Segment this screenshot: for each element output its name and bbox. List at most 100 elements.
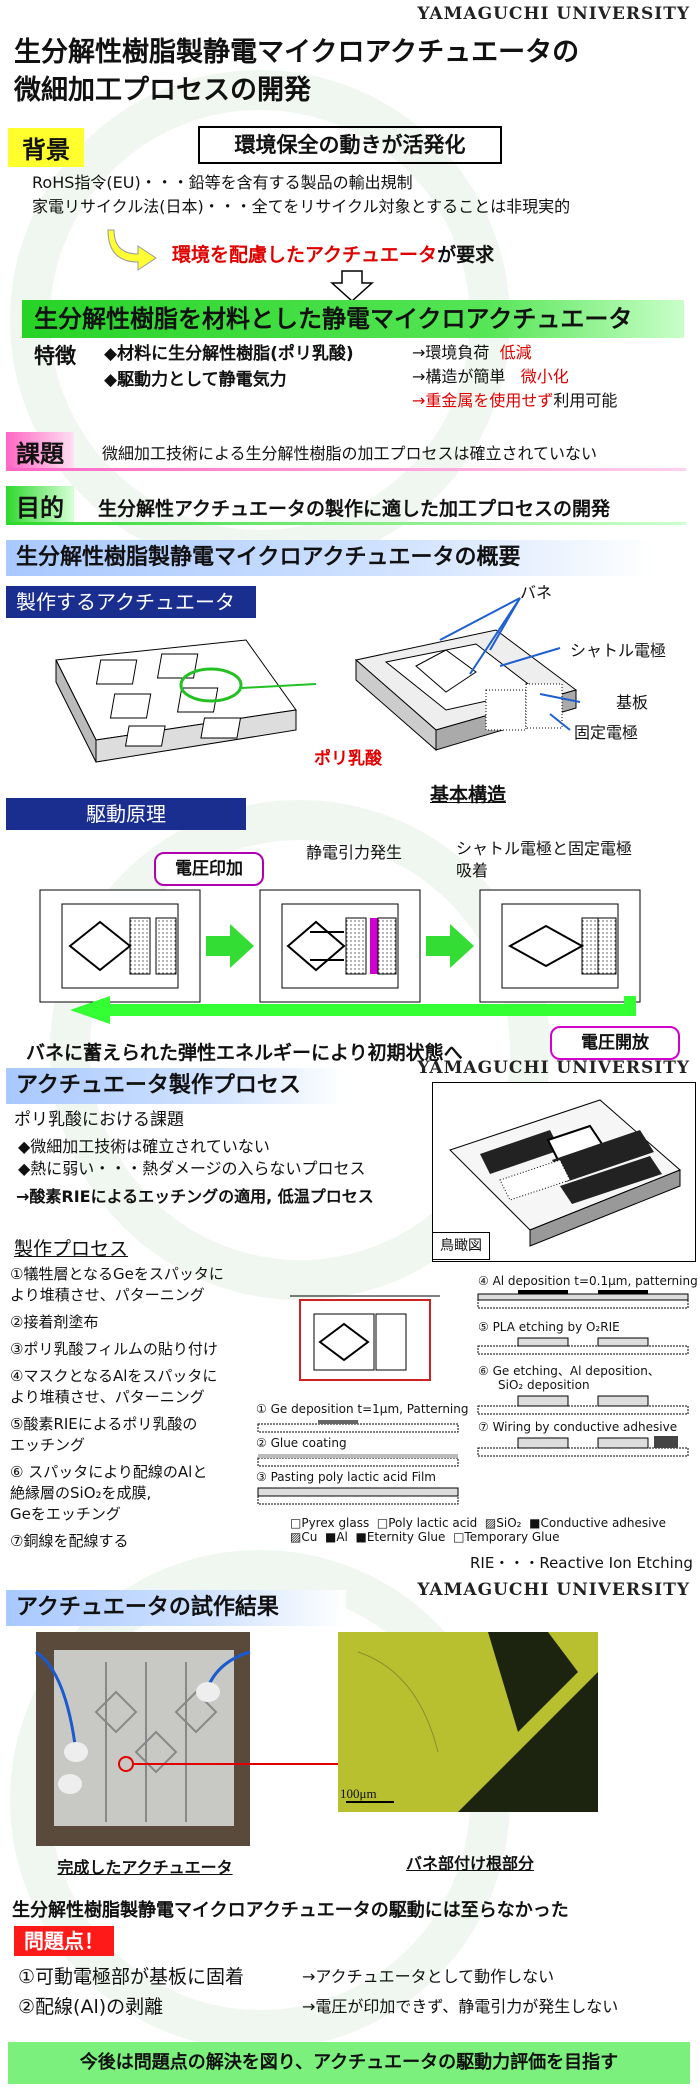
label-lines <box>439 597 581 731</box>
scale-bar-label: 100μm <box>340 1786 377 1801</box>
diagram-step-3: ③ Pasting poly lactic acid Film <box>256 1470 436 1484</box>
layer-4 <box>477 1290 689 1309</box>
layer-5 <box>477 1337 689 1355</box>
electrostatic-label: 静電引力発生 <box>306 843 403 862</box>
mask-layout-drawing <box>290 1295 440 1381</box>
issue-conclusion: →酸素RIEによるエッチングの適用, 低温プロセス <box>16 1187 374 1206</box>
results-header: アクチュエータの試作結果 <box>6 1590 346 1626</box>
attract-label-1: シャトル電極と固定電極 <box>456 839 633 858</box>
problem-text: 微細加工技術による生分解性樹脂の加工プロセスは確立されていない <box>102 444 598 463</box>
features-tag: 特徴 <box>34 344 76 368</box>
layer-2 <box>257 1454 459 1467</box>
feature-result-2: →構造が簡単 微小化 <box>412 366 569 388</box>
birdseye-drawing <box>449 1099 681 1247</box>
purpose-text: 生分解性アクチュエータの製作に適した加工プロセスの開発 <box>98 498 611 520</box>
legend-al: Al <box>336 1530 348 1544</box>
step-1b: より堆積させ、パターニング <box>10 1286 205 1304</box>
diagram-step-1: ① Ge deposition t=1μm, Patterning <box>256 1402 469 1416</box>
diagram-step-7: ⑦ Wiring by conductive adhesive <box>478 1420 678 1434</box>
problem-1-result: →アクチュエータとして動作しない <box>302 1967 555 1986</box>
principle-diagrams <box>39 889 641 1003</box>
step-5a: ⑤酸素RIEによるポリ乳酸の <box>10 1415 198 1433</box>
feature-2: ◆駆動力として静電気力 <box>104 370 287 390</box>
basic-structure-caption: 基本構造 <box>430 784 507 806</box>
rie-note: RIE・・・Reactive Ion Etching <box>470 1554 693 1572</box>
title-line-1: 生分解性樹脂製静電マイクロアクチュエータの <box>14 37 580 68</box>
legend-pla: Poly lactic acid <box>388 1516 478 1530</box>
diagram-step-4: ④ Al deposition t=0.1μm, patterning <box>478 1274 698 1288</box>
feature-result-2b: 微小化 <box>520 367 569 386</box>
purpose-underline <box>6 522 686 525</box>
feature-result-3b: 利用可能 <box>553 391 618 410</box>
return-text: バネに蓄えられた弾性エネルギーにより初期状態へ <box>26 1042 463 1064</box>
university-name: YAMAGUCHI UNIVERSITY <box>417 4 690 24</box>
main-banner: 生分解性樹脂を材料とした静電マイクロアクチュエータ <box>22 300 684 338</box>
label-fixed: 固定電極 <box>574 723 639 742</box>
feature-result-1b: 低減 <box>499 343 532 362</box>
background-line-2: 家電リサイクル法(日本)・・・全てをリサイクル対象とすることは非現実的 <box>32 197 571 216</box>
feature-result-1: →環境負荷 低減 <box>412 342 532 364</box>
caption-finished: 完成したアクチュエータ <box>57 1858 233 1877</box>
step-4b: より堆積させ、パターニング <box>10 1388 205 1406</box>
layer-6 <box>477 1395 689 1415</box>
title-line-2: 微細加工プロセスの開発 <box>14 75 311 106</box>
step-4a: ④マスクとなるAlをスパッタに <box>10 1367 218 1385</box>
legend-pla-icon: □ <box>376 1516 389 1530</box>
legend-cu-icon: ▨ <box>290 1530 302 1544</box>
feature-result-3a: →重金属を使用せず <box>412 391 554 410</box>
feature-result-3: →重金属を使用せず利用可能 <box>412 390 617 412</box>
layer-1 <box>257 1420 459 1433</box>
demand-red: 環境を配慮したアクチュエータ <box>172 244 438 266</box>
step-5b: エッチング <box>10 1436 86 1454</box>
steps-list: ①犠牲層となるGeをスパッタに より堆積させ、パターニング ②接着剤塗布 ③ポリ… <box>10 1264 224 1552</box>
feature-result-1a: →環境負荷 <box>412 343 490 362</box>
legend-temp: Temporary Glue <box>464 1530 560 1544</box>
legend-cond-icon: ■ <box>529 1516 541 1530</box>
results-summary: 生分解性樹脂製静電マイクロアクチュエータの駆動には至らなかった <box>12 1900 569 1921</box>
curved-arrow-icon <box>107 229 157 271</box>
demand-rest: が要求 <box>437 244 495 266</box>
step-2: ②接着剤塗布 <box>10 1313 99 1331</box>
legend-pyrex: Pyrex glass <box>301 1516 370 1530</box>
demand-line: 環境を配慮したアクチュエータが要求 <box>172 240 494 267</box>
voltage-on-box: 電圧印加 <box>154 852 264 886</box>
return-arrow <box>70 996 636 1024</box>
finished-actuator-photo <box>35 1632 251 1846</box>
legend-eternity: Eternity Glue <box>366 1530 446 1544</box>
actuator-array-drawing <box>55 639 317 763</box>
problem-2: ②配線(Al)の剥離 <box>18 1996 164 2018</box>
diagram-step-2: ② Glue coating <box>256 1436 347 1450</box>
diagram-step-5: ⑤ PLA etching by O₂RIE <box>478 1320 620 1334</box>
legend-al-icon: ■ <box>324 1530 337 1544</box>
label-spring: バネ <box>520 583 553 602</box>
future-banner: 今後は問題点の解決を図り、アクチュエータの駆動力評価を目指す <box>8 2042 690 2084</box>
label-pla: ポリ乳酸 <box>314 749 382 769</box>
attract-label-2: 吸着 <box>456 861 489 880</box>
actuator-subheader: 製作するアクチュエータ <box>6 586 256 618</box>
issue-1: ◆微細加工技術は確立されていない <box>18 1137 270 1156</box>
issue-2: ◆熱に弱い・・・熱ダメージの入らないプロセス <box>18 1159 366 1178</box>
legend: □Pyrex glass □Poly lactic acid ▨SiO₂ ■Co… <box>290 1516 690 1544</box>
problem-tag: 課題 <box>6 432 74 471</box>
legend-eternity-icon: ■ <box>355 1530 367 1544</box>
background-line-1: RoHS指令(EU)・・・鉛等を含有する製品の輸出規制 <box>32 173 413 192</box>
step-6b: 絶縁層のSiO₂を成膜, <box>10 1484 152 1502</box>
overview-header: 生分解性樹脂製静電マイクロアクチュエータの概要 <box>6 540 656 576</box>
spring-root-micrograph <box>338 1632 598 1812</box>
problems-tag: 問題点！ <box>14 1926 114 1956</box>
legend-cu: Cu <box>301 1530 318 1544</box>
basic-structure-drawing <box>354 629 578 752</box>
step-7: ⑦銅線を配線する <box>10 1532 129 1550</box>
problem-2-result: →電圧が印加できず、静電引力が発生しない <box>302 1997 619 2016</box>
step-1a: ①犠牲層となるGeをスパッタに <box>10 1265 224 1283</box>
layer-3 <box>257 1487 459 1505</box>
issue-title: ポリ乳酸における課題 <box>14 1110 184 1130</box>
voltage-off-box: 電圧開放 <box>550 1026 680 1060</box>
down-arrow-icon <box>330 270 374 303</box>
background-tag: 背景 <box>8 128 84 167</box>
layer-7 <box>477 1436 689 1457</box>
feature-result-2a: →構造が簡単 <box>412 367 506 386</box>
process-header: アクチュエータ製作プロセス <box>6 1068 346 1104</box>
legend-temp-icon: □ <box>453 1530 465 1544</box>
problem-underline <box>6 468 686 471</box>
